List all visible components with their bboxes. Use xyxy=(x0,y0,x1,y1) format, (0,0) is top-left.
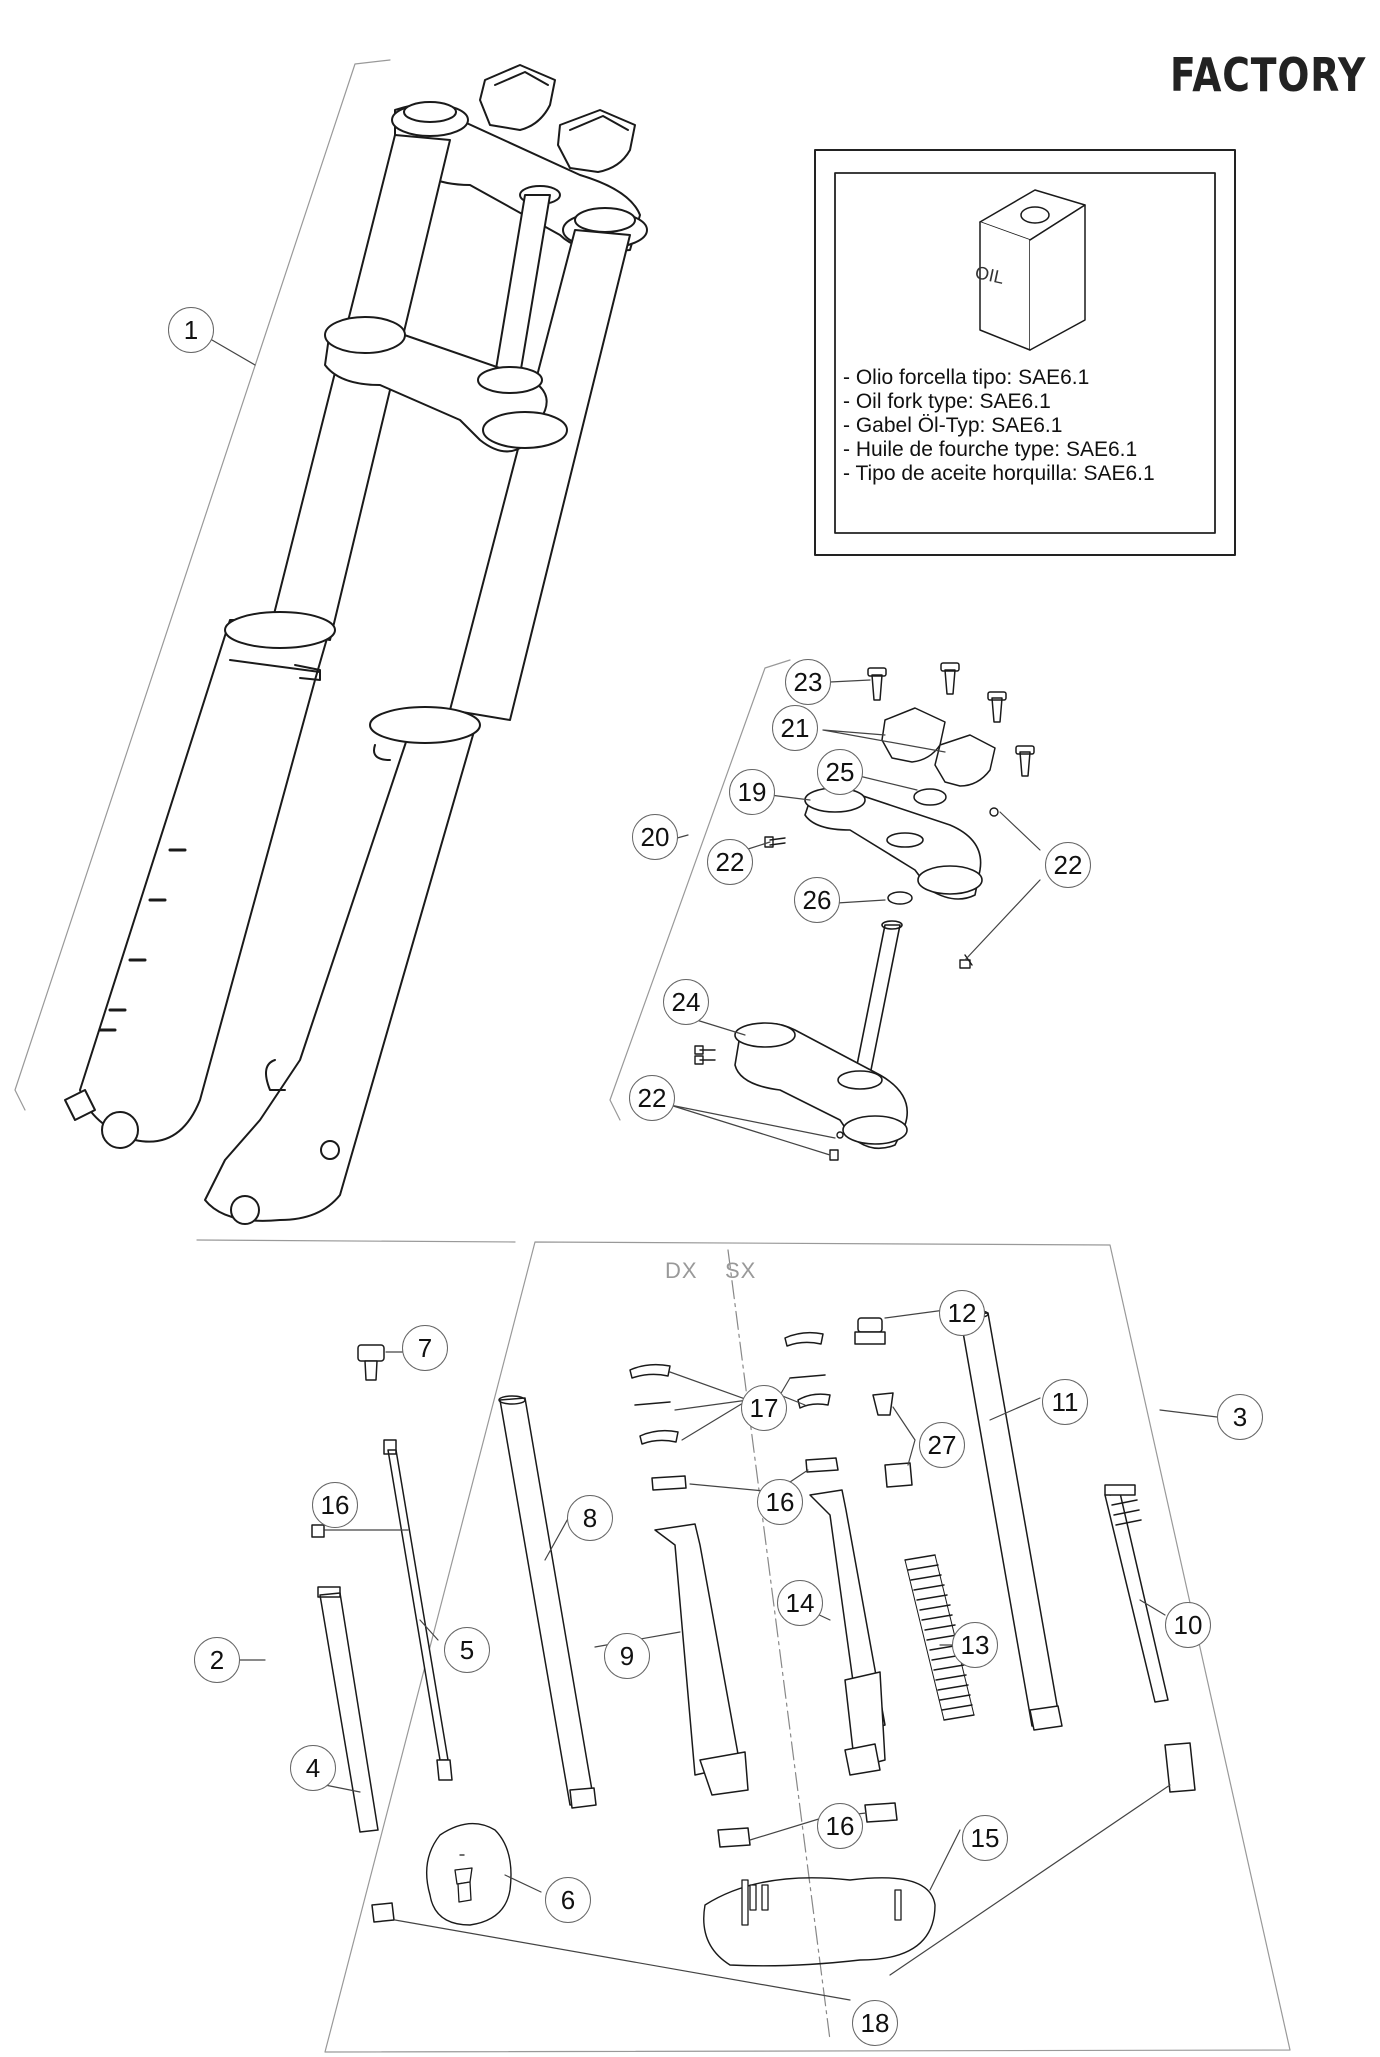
oil-specification-notes: - Olio forcella tipo: SAE6.1 - Oil fork … xyxy=(843,366,1155,486)
side-label-left: SX xyxy=(725,1258,757,1283)
internals-boundary xyxy=(196,1239,1291,2053)
callout-4: 4 xyxy=(290,1745,336,1791)
callout-13: 13 xyxy=(952,1622,998,1668)
outer-leg-left xyxy=(79,619,331,1143)
callout-19: 19 xyxy=(729,769,775,815)
part-12-cap xyxy=(854,1317,886,1345)
part-5-damper-rod xyxy=(383,1439,453,1781)
callout-22-a: 22 xyxy=(707,839,753,885)
callout-9: 9 xyxy=(604,1633,650,1679)
upper-tube-left xyxy=(269,134,451,641)
callout-15: 15 xyxy=(962,1815,1008,1861)
part-4-cartridge xyxy=(317,1586,379,1833)
callout-8: 8 xyxy=(567,1495,613,1541)
part-17-seals xyxy=(629,1331,831,1445)
callout-5: 5 xyxy=(444,1627,490,1673)
callout-25: 25 xyxy=(817,749,863,795)
oil-note-de: - Gabel Öl-Typ: SAE6.1 xyxy=(843,414,1063,437)
part-10-rod xyxy=(1104,1484,1169,1703)
stem-circlip xyxy=(887,891,913,905)
part-16-bushing-c xyxy=(717,1802,898,1848)
side-label-right: DX xyxy=(665,1258,698,1283)
bottom-triple-clamp xyxy=(324,316,568,453)
steering-stem xyxy=(494,194,551,376)
handlebar-clamps xyxy=(881,707,996,787)
callout-16-b: 16 xyxy=(757,1479,803,1525)
callout-16-c: 16 xyxy=(817,1803,863,1849)
callout-22-c: 22 xyxy=(629,1075,675,1121)
clamp-bolts xyxy=(867,662,1035,777)
oil-note-it: - Olio forcella tipo: SAE6.1 xyxy=(843,366,1090,389)
part-14-cartridge-sx xyxy=(809,1489,886,1776)
callout-16-a: 16 xyxy=(312,1482,358,1528)
callout-27: 27 xyxy=(919,1422,965,1468)
oil-info-box-inner xyxy=(834,172,1216,534)
part-18-bushing-a xyxy=(371,1902,395,1923)
callout-22-b: 22 xyxy=(1045,842,1091,888)
callout-14: 14 xyxy=(777,1580,823,1626)
callout-12: 12 xyxy=(939,1290,985,1336)
callout-1: 1 xyxy=(168,307,214,353)
part-18-bushing-b xyxy=(1164,1742,1196,1793)
callout-26: 26 xyxy=(794,877,840,923)
part-8-inner-tube xyxy=(498,1395,597,1809)
top-clamp-exploded xyxy=(804,787,983,900)
part-9-cartridge-dx xyxy=(654,1523,749,1796)
part-11-tube xyxy=(959,1309,1063,1731)
stem-washer xyxy=(913,788,947,806)
oil-note-fr: - Huile de fourche type: SAE6.1 xyxy=(843,438,1138,461)
callout-24: 24 xyxy=(663,979,709,1025)
callout-10: 10 xyxy=(1165,1602,1211,1648)
part-27-spacers xyxy=(872,1392,913,1488)
callout-20: 20 xyxy=(632,814,678,860)
assembly-1-boundary xyxy=(14,59,391,1111)
oil-info-box-outer xyxy=(814,149,1236,556)
brand-logo: FACTORY xyxy=(1170,48,1367,102)
oil-note-en: - Oil fork type: SAE6.1 xyxy=(843,390,1051,413)
callout-7: 7 xyxy=(402,1325,448,1371)
outer-leg-right xyxy=(204,719,476,1222)
oil-can-icon xyxy=(979,189,1086,351)
callout-6: 6 xyxy=(545,1877,591,1923)
part-6-kit-outline xyxy=(425,1822,512,1926)
callout-23: 23 xyxy=(785,659,831,705)
upper-tube-right xyxy=(449,229,631,721)
part-15-kit-outline xyxy=(703,1877,936,1967)
oil-note-es: - Tipo de aceite horquilla: SAE6.1 xyxy=(843,462,1155,485)
callout-17: 17 xyxy=(741,1385,787,1431)
part-16-bushing-a xyxy=(311,1524,325,1538)
callout-18: 18 xyxy=(852,2000,898,2046)
center-axis xyxy=(727,1249,831,2041)
stem-bottom-clamp xyxy=(734,920,909,1150)
callout-11: 11 xyxy=(1042,1379,1088,1425)
callout-2: 2 xyxy=(194,1637,240,1683)
part-7-cap xyxy=(357,1344,385,1381)
callout-21: 21 xyxy=(772,705,818,751)
part-16-bushing-b xyxy=(651,1457,839,1491)
callout-3: 3 xyxy=(1217,1394,1263,1440)
assembly-20-boundary xyxy=(609,659,791,1121)
